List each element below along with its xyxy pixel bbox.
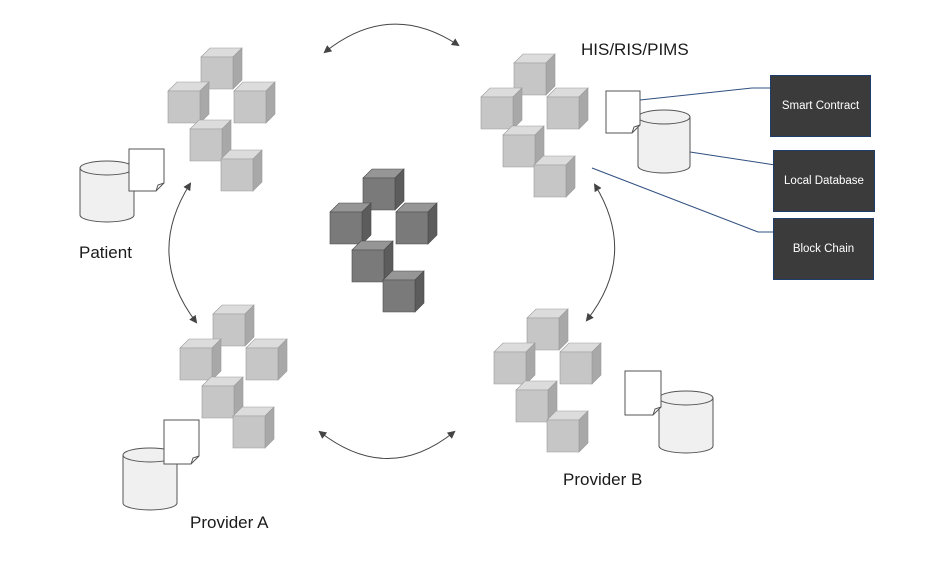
cube-icon [533,155,576,198]
cube-icon [480,87,523,130]
cube-icon [546,87,589,130]
document-icon [624,370,662,416]
cube-icon [200,47,243,90]
cube-icon [502,125,545,168]
block-chain-box: Block Chain [773,218,874,280]
cube-icon [382,270,425,313]
provider-a-label: Provider A [190,513,269,532]
cube-clusters [167,47,602,453]
arrow-provider-a-provider-b [318,430,456,459]
his-ris-pims-label: HIS/RIS/PIMS [581,40,689,59]
cube-icon [212,304,255,347]
cube-icon [559,342,602,385]
database-icon [79,160,135,223]
cube-icon [546,410,589,453]
cube-icon [513,53,556,96]
connector-local-database [689,151,776,166]
cube-icon [493,342,536,385]
database-icon [637,109,691,174]
cube-icon [220,149,263,192]
local-database-label: Local Database [784,175,864,187]
arrow-patient-his [323,23,460,54]
cube-cluster-patient [167,47,276,192]
cube-cluster-provider-b [493,308,602,453]
cube-cluster-center [329,168,438,313]
document-icon [605,90,641,134]
patient-label: Patient [79,243,132,262]
arrow-his-provider-b [585,183,616,322]
connector-smart-contract [639,87,770,101]
provider-b-label: Provider B [563,470,643,489]
database-icon [658,390,714,454]
cube-cluster-provider-a [179,304,288,449]
smart-contract-label: Smart Contract [781,100,860,112]
cube-icon [232,406,275,449]
arrow-patient-provider-a [168,182,198,324]
smart-contract-box: Smart Contract [770,75,871,137]
cube-icon [362,168,405,211]
cube-icon [233,81,276,124]
cube-icon [351,240,394,283]
cube-icon [245,338,288,381]
cube-cluster-his [480,53,589,198]
cube-icon [179,338,222,381]
cube-icon [515,380,558,423]
block-chain-label: Block Chain [792,243,855,255]
cube-icon [201,376,244,419]
cube-icon [526,308,569,351]
cube-icon [395,202,438,245]
local-database-box: Local Database [773,150,875,212]
document-icon [128,148,165,192]
cube-icon [329,202,372,245]
cube-icon [167,81,210,124]
connector-block-chain [591,167,775,233]
document-icon [163,419,200,465]
